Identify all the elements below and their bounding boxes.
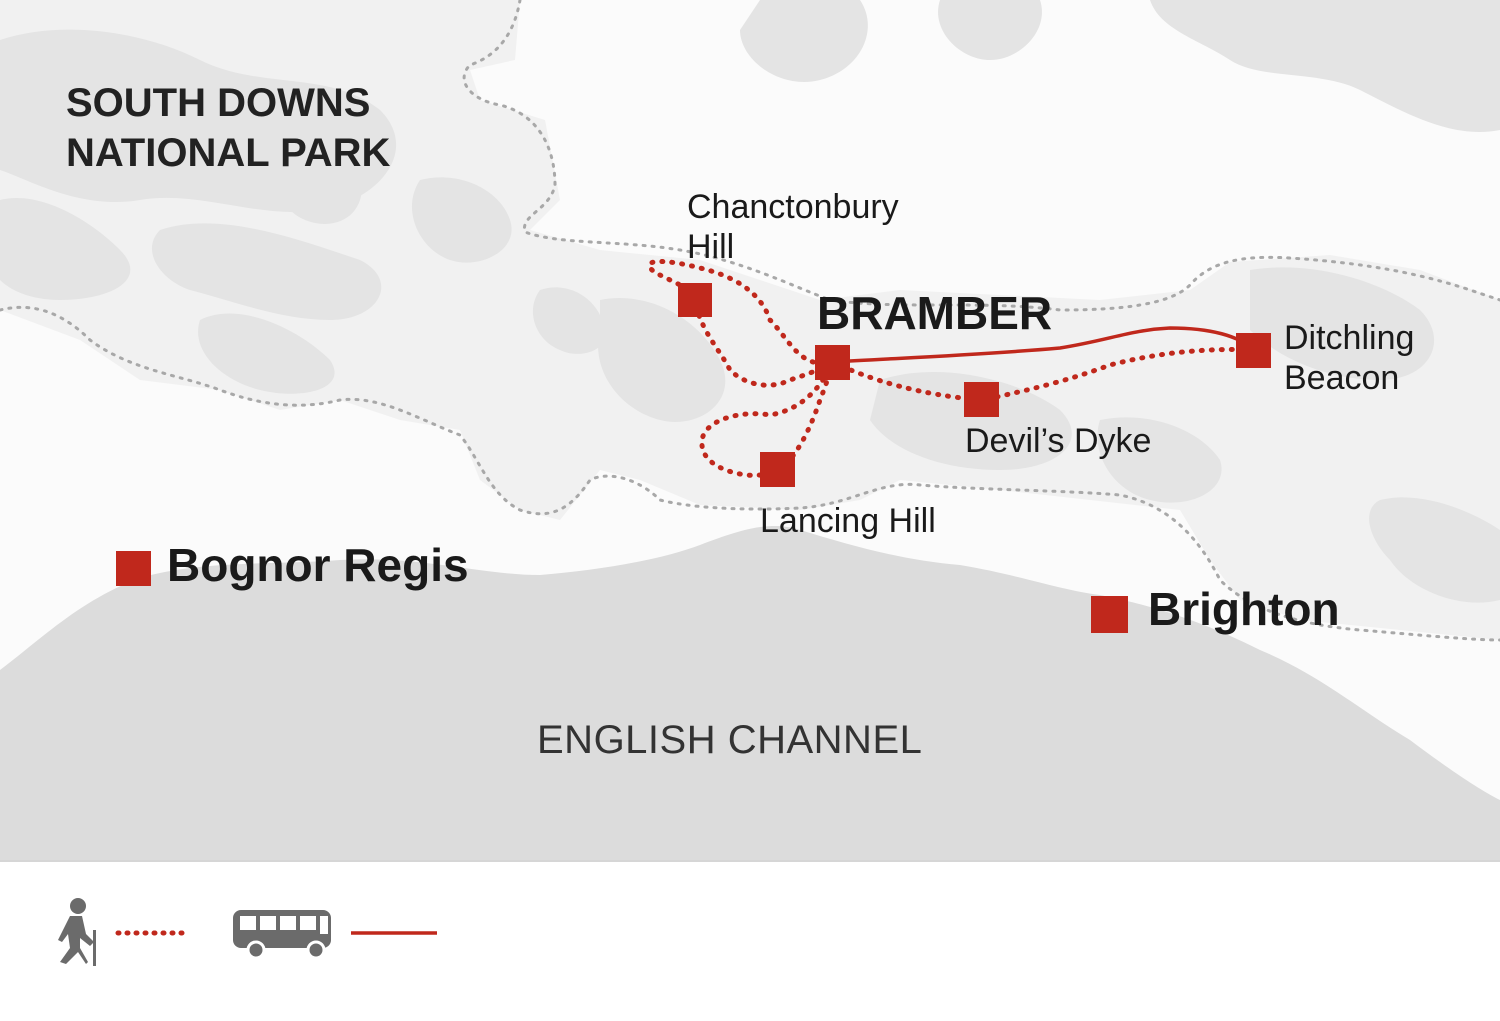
sea-label: ENGLISH CHANNEL: [537, 718, 923, 762]
lancing-hill-label: Lancing Hill: [760, 502, 936, 540]
park-title-line1: SOUTH DOWNS: [66, 81, 371, 125]
walk-devils-dyke: [830, 347, 1256, 403]
walking-routes: [646, 259, 1256, 478]
bus-icon: [233, 910, 331, 960]
marker-chanctonbury: [678, 283, 712, 317]
bognor-regis-label: Bognor Regis: [167, 539, 469, 591]
ditchling-label-line2: Beacon: [1284, 359, 1400, 397]
bus-route: [831, 326, 1255, 364]
marker-devils-dyke: [964, 382, 999, 417]
park-title: SOUTH DOWNS NATIONAL PARK: [66, 78, 390, 178]
legend: [0, 860, 1500, 1016]
bramber-label: BRAMBER: [817, 287, 1053, 339]
chanctonbury-label-line2: Hill: [687, 228, 735, 266]
marker-lancing: [760, 452, 795, 487]
map-canvas: [0, 0, 1500, 860]
walker-icon: [58, 898, 96, 966]
terrain-dark: [0, 0, 1500, 603]
legend-canvas: [58, 898, 437, 966]
marker-bognor: [116, 551, 151, 586]
marker-ditchling: [1236, 333, 1271, 368]
walk-chanctonbury-loop: [646, 259, 836, 388]
chanctonbury-label-line1: Chanctonbury: [687, 188, 899, 226]
markers: [116, 283, 1271, 633]
ditchling-label: Ditchling Beacon: [1284, 318, 1414, 398]
walk-lancing-loop: [699, 359, 836, 478]
park-boundary: [0, 305, 1500, 642]
chanctonbury-label: Chanctonbury Hill: [687, 187, 899, 267]
ditchling-label-line1: Ditchling: [1284, 319, 1415, 357]
brighton-label: Brighton: [1148, 583, 1340, 635]
park-title-line2: NATIONAL PARK: [66, 131, 391, 175]
devils-dyke-label: Devil’s Dyke: [965, 422, 1152, 460]
marker-brighton: [1091, 596, 1128, 633]
marker-bramber: [815, 345, 850, 380]
